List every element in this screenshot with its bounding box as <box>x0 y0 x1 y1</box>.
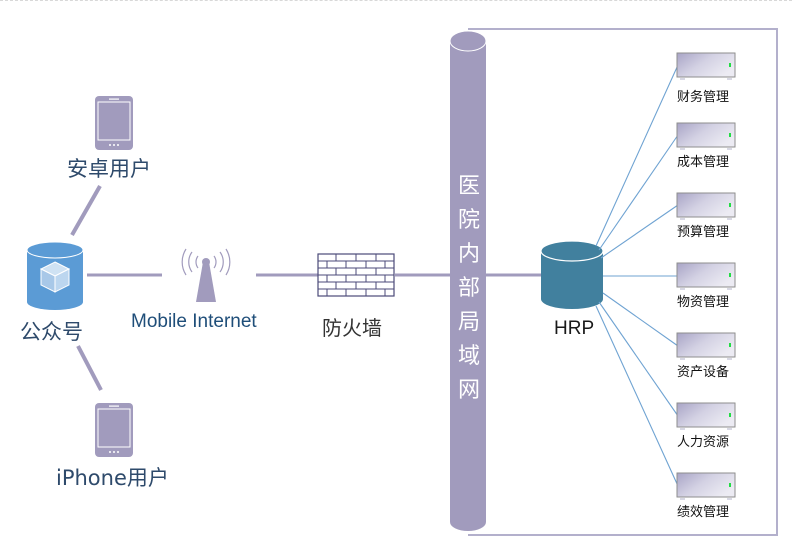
hrp-label: HRP <box>554 318 595 339</box>
database-icon <box>540 240 604 309</box>
firewall-label: 防火墙 <box>322 316 382 340</box>
cylinder-bus-icon <box>449 30 487 531</box>
hospital-lan-label: 医 院 内 部 局 域 网 <box>452 170 486 408</box>
server-label: 物资管理 <box>677 295 730 310</box>
lan-char: 局 <box>457 310 480 335</box>
server-label: 人力资源 <box>677 435 730 450</box>
android-user-label: 安卓用户 <box>67 157 151 181</box>
server-icon <box>676 332 736 360</box>
status-led <box>729 343 731 347</box>
link-account-to-iphone <box>76 345 103 391</box>
server-icon <box>676 192 736 220</box>
server-label: 资产设备 <box>677 365 730 380</box>
lan-char: 医 <box>457 174 480 199</box>
lan-char: 内 <box>457 242 480 267</box>
link-hrp-server-5 <box>602 292 679 347</box>
lan-char: 网 <box>457 378 480 403</box>
server-label: 预算管理 <box>677 225 730 240</box>
lan-enclosure-frame <box>468 28 778 536</box>
official-account-label: 公众号 <box>20 320 83 344</box>
status-led <box>729 413 731 417</box>
brick-wall-icon <box>317 253 395 297</box>
status-led <box>729 273 731 277</box>
server-label: 财务管理 <box>677 90 730 105</box>
hrp-links <box>595 64 679 487</box>
iphone-user-label: iPhone用户 <box>56 466 169 490</box>
link-hrp-server-2 <box>598 134 679 251</box>
link-hrp-server-3 <box>600 204 679 259</box>
tablet-icon <box>95 403 133 457</box>
link-hrp-server-6 <box>598 301 679 417</box>
status-led <box>729 483 731 487</box>
link-android-to-account <box>70 185 102 236</box>
server-icon <box>676 52 736 80</box>
status-led <box>729 133 731 137</box>
link-hrp-server-1 <box>595 64 679 247</box>
tablet-icon <box>95 96 133 150</box>
database-cube-icon <box>26 241 84 310</box>
mobile-internet-label: Mobile Internet <box>131 311 257 332</box>
status-led <box>729 203 731 207</box>
link-hrp-server-7 <box>595 305 679 487</box>
lan-char: 部 <box>457 276 480 301</box>
antenna-icon <box>181 248 231 302</box>
server-icon <box>676 262 736 290</box>
server-icon <box>676 472 736 500</box>
server-label: 成本管理 <box>677 155 730 170</box>
server-label: 绩效管理 <box>677 505 730 520</box>
server-icon <box>676 122 736 150</box>
lan-char: 院 <box>457 208 480 233</box>
lan-char: 域 <box>457 344 480 369</box>
top-border <box>0 0 792 1</box>
status-led <box>729 63 731 67</box>
server-icon <box>676 402 736 430</box>
